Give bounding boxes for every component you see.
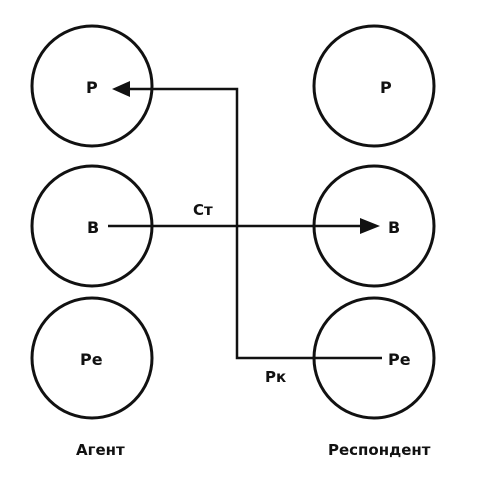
response-label: Рк <box>265 368 286 386</box>
agent-child-label: Ре <box>80 350 103 369</box>
agent-child-circle <box>30 296 154 420</box>
response-arrow-line <box>128 87 382 360</box>
respondent-child-label: Ре <box>388 350 411 369</box>
respondent-parent-circle <box>312 24 436 148</box>
stimulus-label: Ст <box>193 201 213 219</box>
agent-adult-label: В <box>87 218 99 237</box>
respondent-role-label: Респондент <box>328 441 431 459</box>
stimulus-arrow-head <box>360 218 380 234</box>
agent-parent-label: Р <box>86 78 98 97</box>
stimulus-arrow <box>108 218 380 234</box>
response-arrow-head <box>112 81 130 97</box>
agent-parent-circle <box>30 24 154 148</box>
response-arrow <box>112 81 382 360</box>
respondent-adult-label: В <box>388 218 400 237</box>
respondent-parent-label: Р <box>380 78 392 97</box>
agent-role-label: Агент <box>76 441 125 459</box>
